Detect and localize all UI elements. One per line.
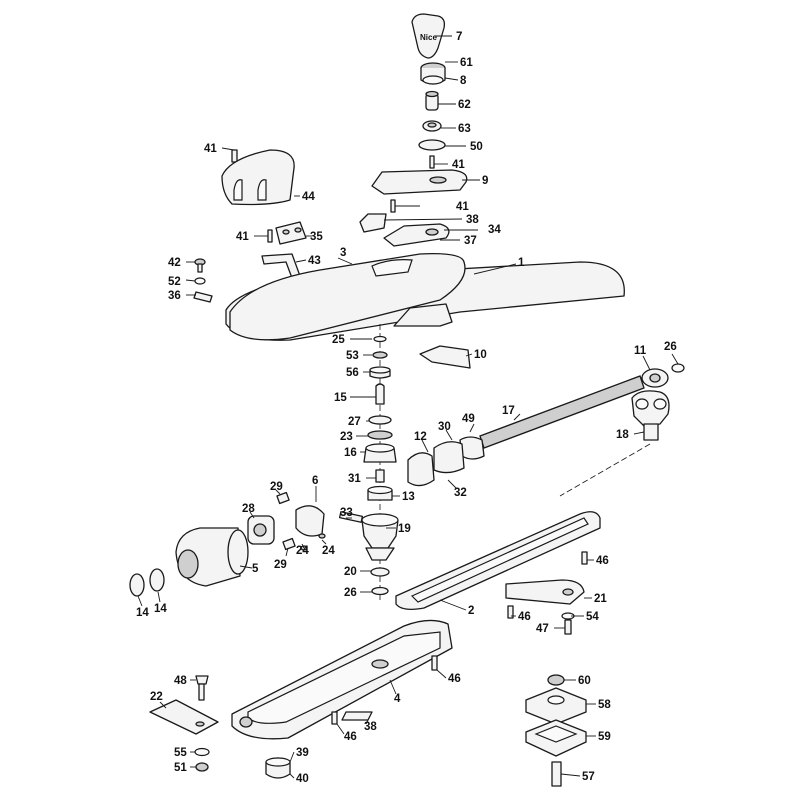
- gear-shaft-stack: [350, 324, 400, 600]
- callout-31: 31: [348, 473, 361, 485]
- callout-19: 19: [398, 523, 411, 535]
- callout-50: 50: [470, 141, 483, 153]
- callout-43: 43: [308, 255, 321, 267]
- base-plate: [231, 619, 453, 740]
- callout-9: 9: [482, 175, 488, 187]
- callout-56: 56: [346, 367, 359, 379]
- callout-62: 62: [458, 99, 471, 111]
- callout-28: 28: [242, 503, 255, 515]
- callout-13: 13: [402, 491, 415, 503]
- callout-24-a: 24: [296, 545, 309, 557]
- callout-23: 23: [340, 431, 353, 443]
- callout-2: 2: [468, 605, 474, 617]
- callout-41-d: 41: [236, 231, 249, 243]
- callout-17: 17: [502, 405, 515, 417]
- callout-1: 1: [518, 257, 525, 269]
- callout-25: 25: [332, 334, 345, 346]
- callout-58: 58: [598, 699, 611, 711]
- callout-24-b: 24: [322, 545, 335, 557]
- callout-38-b: 38: [364, 721, 377, 733]
- callout-34: 34: [488, 224, 501, 236]
- screw-set-left: [185, 258, 213, 303]
- callout-21: 21: [594, 593, 607, 605]
- callout-14-a: 14: [136, 607, 149, 619]
- main-cover-housing: [225, 253, 625, 369]
- callout-32: 32: [454, 487, 467, 499]
- callout-27: 27: [348, 416, 361, 428]
- callout-labels: 7 61 8 62 63 50 41 9 41 38 34 37 41 44 4…: [136, 31, 677, 785]
- callout-33: 33: [340, 507, 353, 519]
- callout-46-c: 46: [448, 673, 461, 685]
- callout-49: 49: [462, 413, 475, 425]
- callout-8: 8: [460, 75, 467, 87]
- callout-47: 47: [536, 623, 549, 635]
- callout-40: 40: [296, 773, 309, 785]
- callout-10: 10: [474, 349, 487, 361]
- callout-35: 35: [310, 231, 323, 243]
- callout-30: 30: [438, 421, 451, 433]
- release-key-assembly: Nice: [371, 13, 480, 195]
- fork-assembly: [559, 353, 685, 497]
- callout-46-a: 46: [596, 555, 609, 567]
- worm-screw-assembly: [407, 369, 661, 489]
- callout-51: 51: [174, 762, 187, 774]
- callout-26-a: 26: [664, 341, 677, 353]
- circlip-pair: [129, 568, 165, 607]
- callout-44: 44: [302, 191, 315, 203]
- callout-41-c: 41: [204, 143, 217, 155]
- callout-39: 39: [296, 747, 309, 759]
- callout-55: 55: [174, 747, 187, 759]
- callout-59: 59: [598, 731, 611, 743]
- cover-cap-assembly: [221, 147, 312, 279]
- callout-57: 57: [582, 771, 595, 783]
- callout-29-b: 29: [274, 559, 287, 571]
- callout-26-b: 26: [344, 587, 357, 599]
- callout-48: 48: [174, 675, 187, 687]
- callout-5: 5: [252, 563, 259, 575]
- callout-41-a: 41: [452, 159, 465, 171]
- callout-3: 3: [340, 247, 346, 259]
- callout-42: 42: [168, 257, 181, 269]
- callout-41-b: 41: [456, 201, 469, 213]
- brand-mark: Nice: [420, 33, 437, 42]
- callout-14-b: 14: [154, 603, 167, 615]
- callout-29-a: 29: [270, 481, 283, 493]
- callout-4: 4: [394, 693, 401, 705]
- callout-16: 16: [344, 447, 357, 459]
- callout-46-b: 46: [518, 611, 531, 623]
- fixing-block-assembly: [525, 674, 596, 787]
- callout-60: 60: [578, 675, 591, 687]
- base-rail-assembly: [395, 511, 601, 635]
- lever-assembly: [359, 199, 478, 247]
- callout-15: 15: [334, 392, 347, 404]
- motor-assembly: [175, 486, 399, 596]
- callout-11: 11: [634, 345, 647, 357]
- bottom-bushing: [265, 751, 295, 779]
- callout-7: 7: [456, 31, 462, 43]
- callout-54: 54: [586, 611, 599, 623]
- callout-52: 52: [168, 276, 181, 288]
- callout-36: 36: [168, 290, 181, 302]
- callout-46-d: 46: [344, 731, 357, 743]
- callout-12: 12: [414, 431, 427, 443]
- callout-53: 53: [346, 350, 359, 362]
- callout-61: 61: [460, 57, 473, 69]
- release-plate-assembly: [149, 675, 219, 772]
- callout-6: 6: [312, 475, 318, 487]
- callout-22: 22: [150, 691, 163, 703]
- callout-37: 37: [464, 235, 477, 247]
- callout-38-a: 38: [466, 214, 479, 226]
- callout-20: 20: [344, 566, 357, 578]
- callout-63: 63: [458, 123, 471, 135]
- callout-18: 18: [616, 429, 629, 441]
